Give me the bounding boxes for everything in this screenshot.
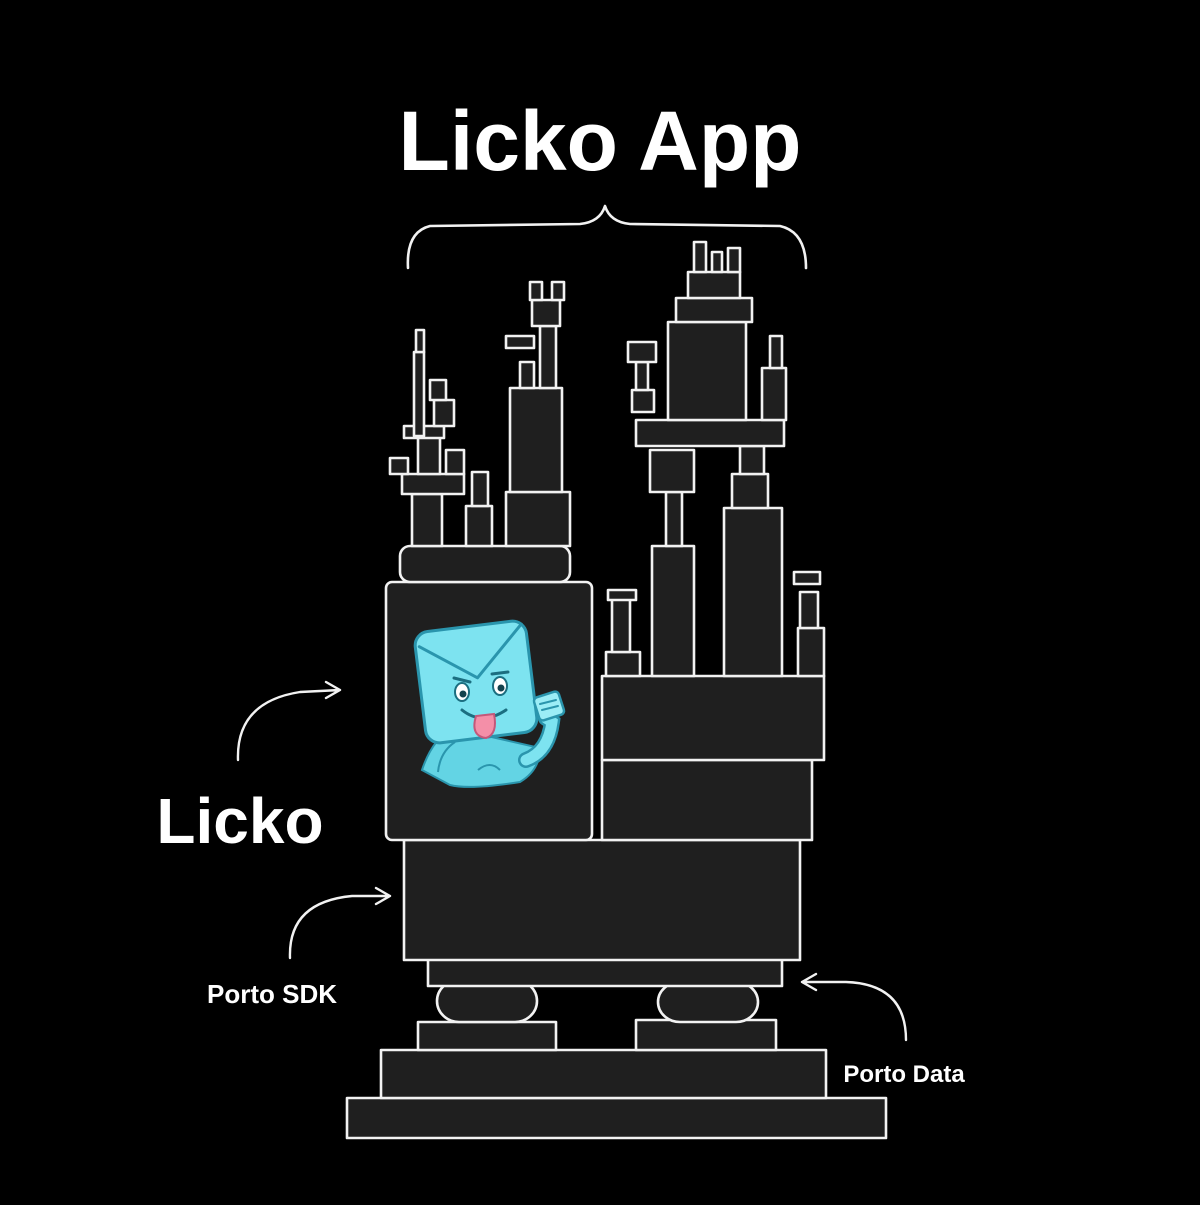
app-block-upper xyxy=(600,674,826,762)
porto-data-label: Porto Data xyxy=(843,1061,965,1088)
app-left-nub xyxy=(630,388,656,414)
right-foot-plate xyxy=(634,1018,778,1052)
app-upper-deck xyxy=(634,418,786,448)
app-block-lower xyxy=(600,758,814,842)
app-antenna-1 xyxy=(692,240,708,274)
app-left-deck-riser xyxy=(444,448,466,476)
app-column-b-cap xyxy=(730,472,770,510)
left-tower xyxy=(388,280,572,548)
app-column-b xyxy=(722,506,784,678)
app-upper-tower xyxy=(666,320,748,422)
base-slab-middle xyxy=(379,1048,828,1100)
app-left-antenna xyxy=(412,350,426,438)
licko-label: Licko xyxy=(156,785,323,857)
app-mid-tower-post xyxy=(518,360,536,390)
right-tower xyxy=(600,240,826,842)
app-mid-tower-tip-2 xyxy=(550,280,566,302)
porto-data-layer xyxy=(345,956,888,1140)
app-mid-tower-mast xyxy=(538,324,558,390)
app-left-mast-box xyxy=(432,398,456,428)
porto-sdk-arrow-icon xyxy=(288,886,392,960)
app-mid-tower xyxy=(508,386,564,494)
porto-sdk-block xyxy=(402,838,802,962)
curly-brace xyxy=(406,204,808,270)
diagram-title: Licko App xyxy=(399,94,802,188)
app-column-c-cap xyxy=(792,570,822,586)
app-left-mast-top xyxy=(428,378,448,402)
app-left-nub-cap xyxy=(626,340,658,364)
licko-arrow-icon xyxy=(236,680,342,762)
licko-cap xyxy=(398,544,572,584)
app-small-column-post xyxy=(470,470,490,508)
porto-data-arrow-icon xyxy=(800,972,908,1042)
small-stack-post xyxy=(610,596,632,654)
porto-sdk-label: Porto SDK xyxy=(207,979,337,1009)
app-column-c-post xyxy=(798,590,820,630)
app-mid-tower-arm xyxy=(504,334,536,350)
app-right-post-top xyxy=(768,334,784,370)
porto-data-slab xyxy=(426,956,784,988)
right-foot-cylinder xyxy=(656,980,760,1024)
app-mid-column xyxy=(504,490,572,548)
app-column-a xyxy=(650,544,696,678)
app-mid-tower-tip-1 xyxy=(528,280,544,302)
base-slab-bottom xyxy=(345,1096,888,1140)
app-right-post xyxy=(760,366,788,422)
app-antenna-2 xyxy=(710,250,724,274)
app-column-b-post xyxy=(738,444,766,476)
app-left-antenna-tip xyxy=(414,328,426,354)
app-small-column xyxy=(464,504,494,548)
app-antenna-3 xyxy=(726,246,742,274)
app-left-deck-nub xyxy=(388,456,410,476)
app-left-nub-post xyxy=(634,360,650,392)
envelope-mascot-icon xyxy=(413,619,566,788)
app-column-a-block xyxy=(648,448,696,494)
app-mid-tower-cap xyxy=(530,298,562,328)
app-column-a-post xyxy=(664,490,684,548)
app-left-column xyxy=(410,492,444,548)
small-stack-cap xyxy=(606,588,638,602)
app-upper-tower-cap xyxy=(674,296,754,324)
small-stack-base xyxy=(604,650,642,678)
app-left-deck xyxy=(400,472,466,496)
app-left-mast xyxy=(416,434,442,476)
app-upper-tower-top xyxy=(686,270,742,300)
app-column-c xyxy=(796,626,826,678)
left-foot-plate xyxy=(416,1020,558,1052)
